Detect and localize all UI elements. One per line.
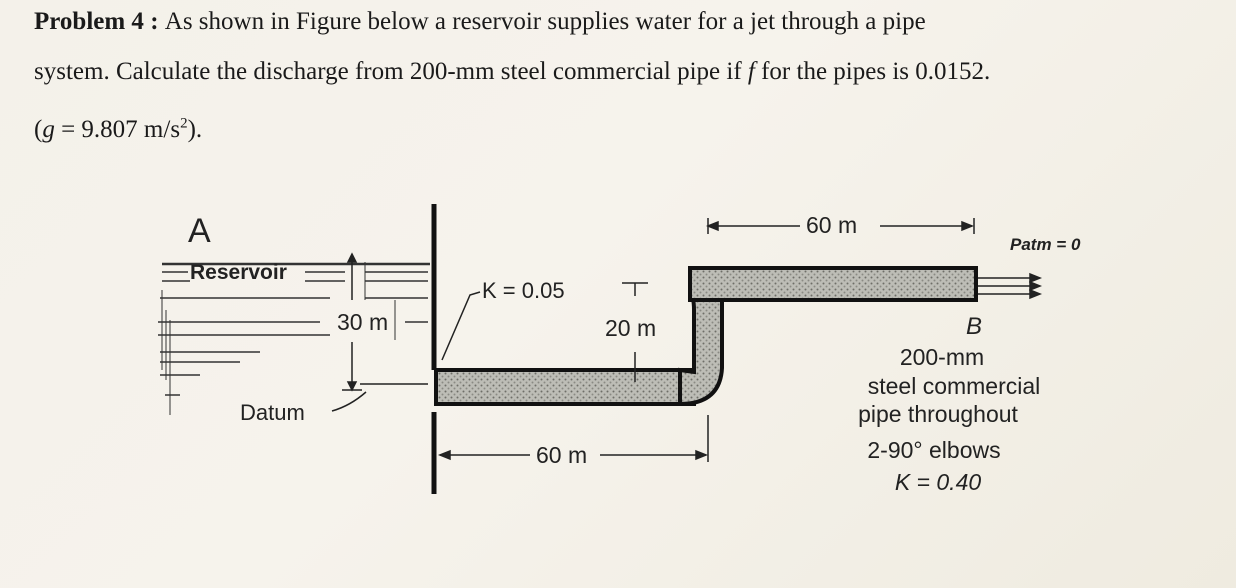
paren-close: ). [187,116,203,143]
gravity-value: = 9.807 m/s [54,116,181,143]
desc-line: steel commercial [868,373,1041,399]
heading-colon: : [143,8,165,35]
bottom-length-label: 60 m [536,442,587,468]
entrance-leader [441,291,481,361]
friction-symbol: f [747,58,755,85]
p-atm-label: Patm = 0 [1010,235,1081,254]
problem-heading: Problem 4 [34,8,144,35]
datum-leader [331,391,367,412]
datum-label: Datum [240,400,305,425]
lower-pipe [434,368,696,406]
problem-text-2a: system. Calculate the discharge from 200… [34,58,748,85]
height-30-label: 30 m [337,309,388,335]
reservoir-water [158,262,430,415]
paren-open: ( [34,116,43,143]
problem-line-1: Problem 4 : As shown in Figure below a r… [34,8,926,36]
point-a-label: A [188,212,211,250]
problem-line-2: system. Calculate the discharge from 200… [34,58,990,86]
desc-line: pipe throughout [858,401,1018,427]
problem-text-1: As shown in Figure below a reservoir sup… [164,8,926,35]
jet-arrows [978,272,1043,300]
entrance-k-label: K = 0.05 [482,278,565,303]
problem-text-2b: for the pipes is 0.0152. [754,58,991,85]
dimension-60m-top [705,218,975,234]
desc-line: 200-mm [900,344,984,370]
dimension-30m [342,252,428,392]
problem-line-3: (g = 9.807 m/s2). [34,116,202,144]
dimension-20m [622,282,648,382]
reservoir-label: Reservoir [190,261,287,284]
point-b-label: B [966,313,982,340]
pipe-description: 200-mm steel commercial pipe throughout … [858,344,1040,495]
upper-pipe [688,266,978,302]
gravity-symbol: g [42,116,55,143]
gravity-exponent: 2 [180,115,188,132]
rise-20-label: 20 m [605,315,656,341]
desc-line: K = 0.40 [895,469,982,495]
dimension-60m-bottom [437,415,709,462]
desc-line: 2-90° elbows [867,437,1000,463]
top-length-label: 60 m [806,212,857,238]
